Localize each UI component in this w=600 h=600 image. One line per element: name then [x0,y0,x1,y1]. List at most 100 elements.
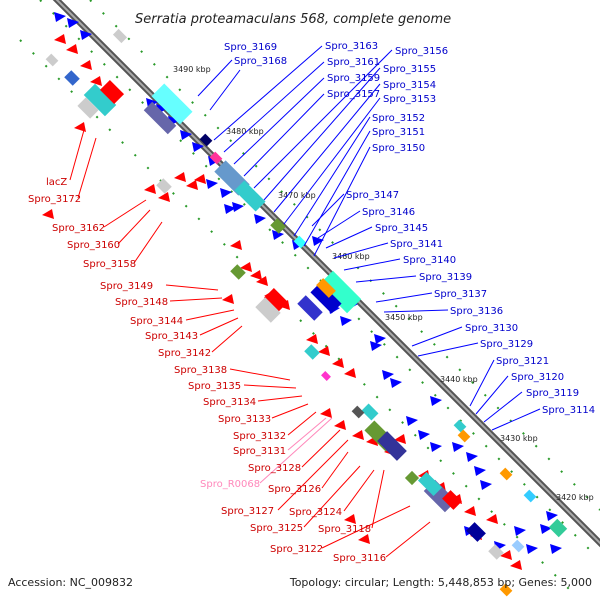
leader-line [287,411,317,436]
gene-block [304,344,320,360]
kbp-mark: 3470 kbp [278,191,316,200]
gene-label[interactable]: Spro_3133 [218,414,271,425]
gene-block [499,467,513,481]
gene-label[interactable]: Spro_3169 [224,42,277,53]
gene-label[interactable]: Spro_3154 [383,80,436,91]
gene-label[interactable]: Spro_3135 [188,381,241,392]
leader-line [385,521,431,558]
forward-gene-arrow [370,341,382,351]
reverse-gene-arrow [500,550,512,560]
gene-label[interactable]: Spro_3159 [327,73,380,84]
reverse-gene-arrow [42,209,54,219]
gene-label[interactable]: Spro_3141 [390,239,443,250]
gene-label[interactable]: Spro_3158 [83,259,136,270]
gene-block [488,544,504,560]
gene-label[interactable]: Spro_R0068 [200,479,260,490]
gene-label[interactable]: Spro_3143 [145,331,198,342]
reverse-gene-arrow [486,514,498,524]
gene-label[interactable]: Spro_3125 [250,523,303,534]
gene-label[interactable]: Spro_3129 [480,339,533,350]
gene-label[interactable]: Spro_3118 [318,524,371,535]
forward-gene-arrow [430,442,442,452]
gene-label[interactable]: Spro_3155 [383,64,436,75]
leader-line [211,325,243,353]
gene-label[interactable]: Spro_3168 [234,56,287,67]
forward-gene-arrow [340,316,352,326]
leader-line [301,429,341,468]
gene-label[interactable]: Spro_3122 [270,544,323,555]
gene-label[interactable]: Spro_3138 [174,365,227,376]
gene-label[interactable]: Spro_3151 [372,127,425,138]
leader-line [383,309,449,313]
gene-label[interactable]: Spro_3139 [419,272,472,283]
leader-line [259,417,333,484]
forward-gene-arrow [390,378,402,388]
gene-label[interactable]: Spro_3114 [542,405,595,416]
reverse-gene-labels: lacZ Spro_3172 Spro_3162 Spro_3160 Spro_… [28,177,386,564]
leader-line [371,469,385,529]
gene-label[interactable]: Spro_3126 [268,484,321,495]
gene-label[interactable]: Spro_3172 [28,194,81,205]
topology-text: Topology: circular; Length: 5,448,853 bp… [289,576,592,589]
reverse-gene-arrow [344,368,356,378]
gene-label[interactable]: Spro_3116 [333,553,386,564]
gene-block [156,178,172,194]
gene-label[interactable]: Spro_3156 [395,46,448,57]
gene-label[interactable]: Spro_3160 [67,240,120,251]
leader-line [199,317,239,336]
gene-label[interactable]: Spro_3163 [325,41,378,52]
gene-label[interactable]: Spro_3121 [496,356,549,367]
gene-label[interactable]: lacZ [46,177,67,188]
leader-line [317,210,361,239]
reverse-gene-arrow [222,294,234,304]
gene-block [548,518,568,538]
kbp-mark: 3430 kbp [500,434,538,443]
leader-line [69,129,85,181]
gene-label[interactable]: Spro_3127 [221,506,274,517]
gene-label[interactable]: Spro_3132 [233,431,286,442]
gene-label[interactable]: Spro_3144 [130,316,183,327]
gene-label[interactable]: Spro_3153 [383,94,436,105]
leader-line [103,199,147,228]
gene-label[interactable]: Spro_3162 [52,223,105,234]
forward-gene-arrow [430,396,442,406]
leader-line [257,395,303,402]
gene-label[interactable]: Spro_3137 [434,289,487,300]
reverse-gene-arrow [74,122,86,132]
reverse-gene-arrow [256,276,268,286]
gene-label[interactable]: Spro_3128 [248,463,301,474]
gene-label[interactable]: Spro_3149 [100,281,153,292]
gene-label[interactable]: Spro_3152 [372,113,425,124]
gene-label[interactable]: Spro_3157 [327,89,380,100]
leader-line [483,391,523,423]
leader-line [233,77,325,165]
gene-label[interactable]: Spro_3148 [115,297,168,308]
gene-block [112,28,128,44]
gene-label[interactable]: Spro_3136 [450,306,503,317]
gene-block [457,429,471,443]
gene-label[interactable]: Spro_3134 [203,397,256,408]
gene-label[interactable]: Spro_3130 [465,323,518,334]
gene-label[interactable]: Spro_3145 [375,223,428,234]
gene-label[interactable]: Spro_3124 [289,507,342,518]
gene-label[interactable]: Spro_3140 [403,255,456,266]
leader-line [293,116,371,237]
gene-label[interactable]: Spro_3131 [233,446,286,457]
gene-label[interactable]: Spro_3119 [526,388,579,399]
kbp-mark: 3450 kbp [385,313,423,322]
gene-label[interactable]: Spro_3142 [158,348,211,359]
gene-block [361,403,379,421]
gene-label[interactable]: Spro_3146 [362,207,415,218]
gene-label[interactable]: Spro_3161 [327,57,380,68]
reverse-gene-arrow [464,506,476,516]
gene-label[interactable]: Spro_3150 [372,143,425,154]
leader-line [229,368,291,381]
gene-label[interactable]: Spro_3147 [346,190,399,201]
leader-line [209,69,241,111]
map-title: Serratia proteamaculans 568, complete ge… [135,12,451,27]
gene-label[interactable]: Spro_3120 [511,372,564,383]
forward-gene-arrow [480,480,492,490]
forward-gene-arrow [80,30,92,40]
accession-text: Accession: NC_009832 [8,576,133,589]
